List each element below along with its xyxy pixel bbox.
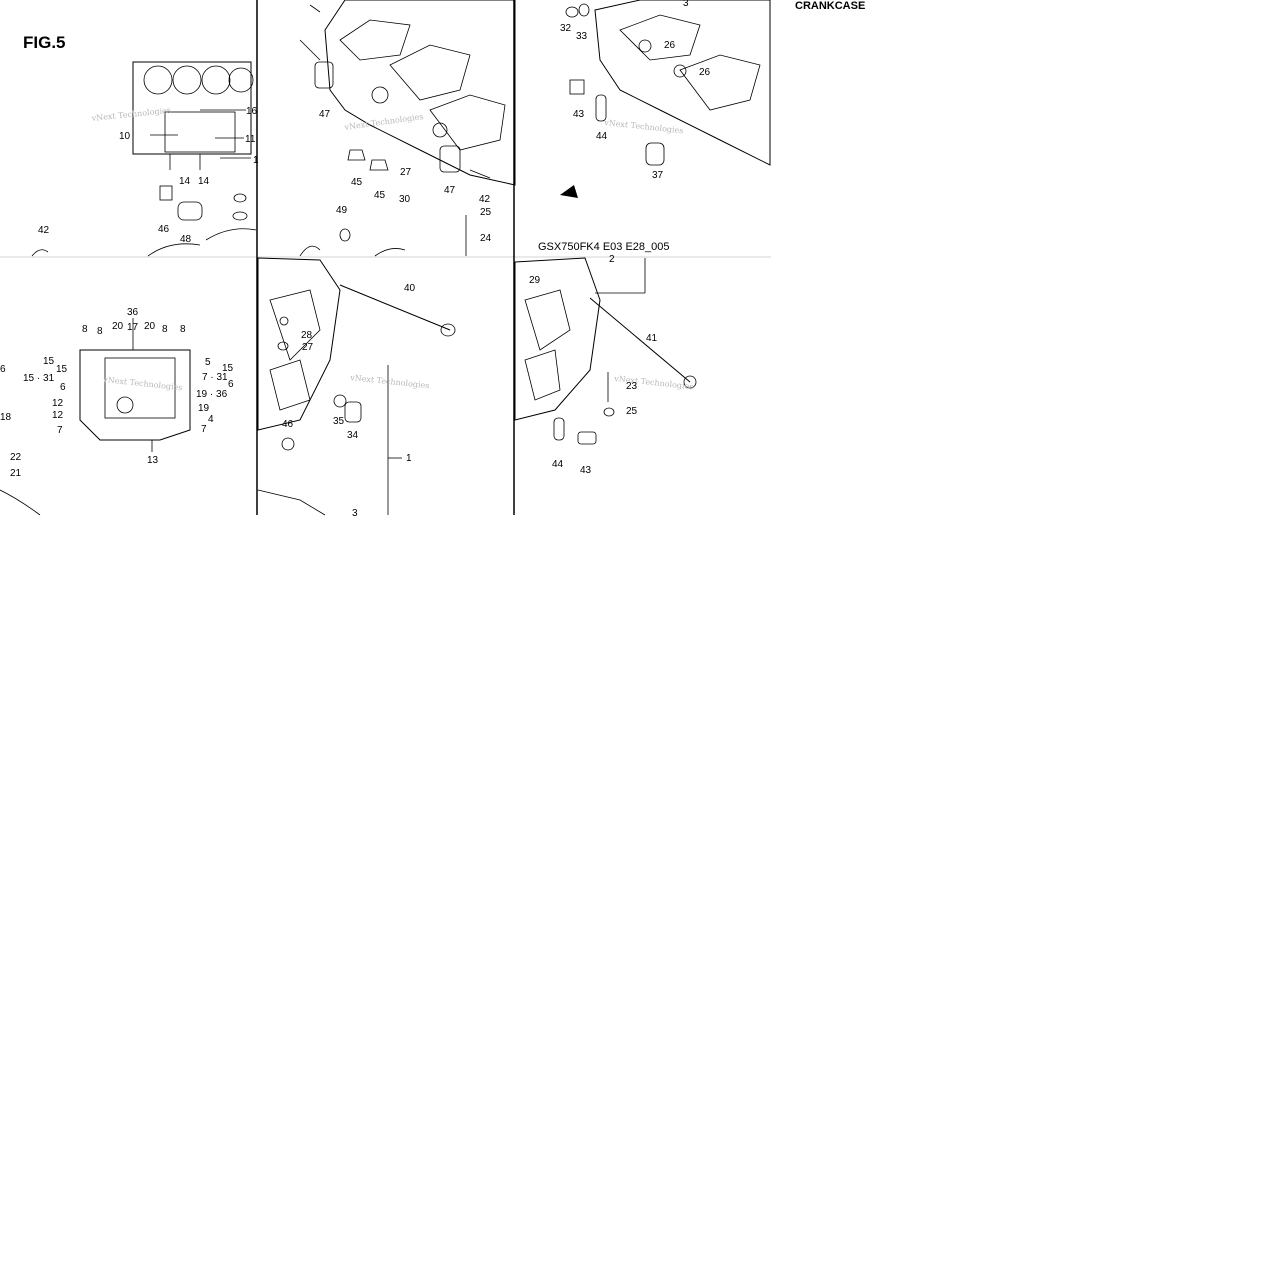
callout-number: 13 bbox=[147, 455, 159, 466]
callout-number: 6 bbox=[0, 364, 6, 375]
callout-number: 14 bbox=[179, 176, 191, 187]
callout-number: 3 bbox=[352, 508, 358, 519]
watermark: vNext Technologies bbox=[343, 112, 424, 132]
callout-number: 42 bbox=[479, 194, 491, 205]
callout-number: 12 bbox=[52, 410, 64, 421]
callout-number: 45 bbox=[351, 177, 363, 188]
watermark: vNext Technologies bbox=[90, 106, 171, 123]
callout-number: 26 bbox=[664, 40, 676, 51]
callout-number: 43 bbox=[573, 109, 585, 120]
callout-number: 19 bbox=[198, 403, 210, 414]
watermark: vNext Technologies bbox=[603, 118, 684, 135]
callout-number: 49 bbox=[336, 205, 348, 216]
callout-number: 20 bbox=[144, 321, 156, 332]
callout-number: 1 bbox=[253, 155, 259, 166]
callout-number: 15 bbox=[43, 356, 55, 367]
callout-number: 46 bbox=[158, 224, 170, 235]
callout-number: 21 bbox=[10, 468, 22, 479]
callout-number: 40 bbox=[404, 283, 416, 294]
panel-crankcase-right bbox=[514, 257, 697, 445]
callout-number: 18 bbox=[0, 412, 12, 423]
callout-number: 4 bbox=[208, 414, 214, 425]
callout-number: 6 bbox=[60, 382, 66, 393]
callout-number: 25 bbox=[626, 406, 638, 417]
callout-number: 30 bbox=[399, 194, 411, 205]
callout-number: 24 bbox=[480, 233, 492, 244]
diagram-code: GSX750FK4 E03 E28_005 bbox=[538, 241, 670, 253]
callout-number: 48 bbox=[180, 234, 192, 245]
callout-number: 8 bbox=[97, 326, 103, 337]
callout-number: 27 bbox=[400, 167, 412, 178]
callout-number: 28 bbox=[301, 330, 313, 341]
callout-number: 33 bbox=[576, 31, 588, 42]
callout-number: 44 bbox=[552, 459, 564, 470]
callout-number: 7 bbox=[57, 425, 63, 436]
callout-number: 22 bbox=[10, 452, 22, 463]
callout-number: 1 bbox=[406, 453, 412, 464]
panel-crankcase-side bbox=[257, 257, 456, 516]
callout-number: 27 bbox=[302, 342, 314, 353]
callout-number: 46 bbox=[282, 419, 294, 430]
panel-upper-crankcase bbox=[299, 0, 516, 257]
callout-number: 47 bbox=[319, 109, 331, 120]
callout-number: 36 bbox=[127, 307, 139, 318]
watermark: vNext Technologies bbox=[102, 375, 183, 392]
panel-cylinder-top bbox=[31, 61, 257, 257]
callout-number: 44 bbox=[596, 131, 608, 142]
callout-number: 7 bbox=[201, 424, 207, 435]
callout-number: 8 bbox=[180, 324, 186, 335]
watermark: vNext Technologies bbox=[613, 374, 694, 391]
callout-number: 43 bbox=[580, 465, 592, 476]
callout-number: 11 bbox=[245, 134, 256, 145]
callout-number: 2 bbox=[609, 254, 615, 265]
callout-number: 15 bbox=[222, 363, 234, 374]
callout-number: 42 bbox=[38, 225, 50, 236]
callout-number: 14 bbox=[198, 176, 210, 187]
panel-boundaries bbox=[0, 0, 771, 515]
callout-number: 5 bbox=[205, 357, 211, 368]
callout-number: 47 bbox=[444, 185, 456, 196]
callout-number: 35 bbox=[333, 416, 345, 427]
callout-number: 6 bbox=[228, 379, 234, 390]
callout-number: 16 bbox=[246, 106, 258, 117]
watermark: vNext Technologies bbox=[349, 373, 430, 390]
callout-number: 15 · 31 bbox=[23, 373, 55, 384]
callout-number: 12 bbox=[52, 398, 64, 409]
callout-number: 23 bbox=[626, 381, 638, 392]
callout-number: 37 bbox=[652, 170, 664, 181]
panel-oil-gallery bbox=[0, 318, 191, 516]
callout-number: 32 bbox=[560, 23, 572, 34]
callout-number: 29 bbox=[529, 275, 541, 286]
callout-number: 10 bbox=[119, 131, 131, 142]
callout-number: 41 bbox=[646, 333, 658, 344]
callout-number: 26 bbox=[699, 67, 711, 78]
callout-number: 20 bbox=[112, 321, 124, 332]
callout-number: 45 bbox=[374, 190, 386, 201]
callout-number: 17 bbox=[127, 322, 139, 333]
section-title: CRANKCASE bbox=[795, 0, 866, 12]
callout-number: 19 · 36 bbox=[196, 389, 228, 400]
panel-lower-crankcase bbox=[560, 0, 771, 198]
callout-number: 15 bbox=[56, 364, 68, 375]
callout-number: 8 bbox=[82, 324, 88, 335]
callout-number: 34 bbox=[347, 430, 359, 441]
callout-number: 25 bbox=[480, 207, 492, 218]
callout-number: 7 · 31 bbox=[202, 372, 228, 383]
figure-label: FIG.5 bbox=[23, 33, 66, 52]
callout-number: 3 bbox=[683, 0, 689, 9]
callout-number: 8 bbox=[162, 324, 168, 335]
